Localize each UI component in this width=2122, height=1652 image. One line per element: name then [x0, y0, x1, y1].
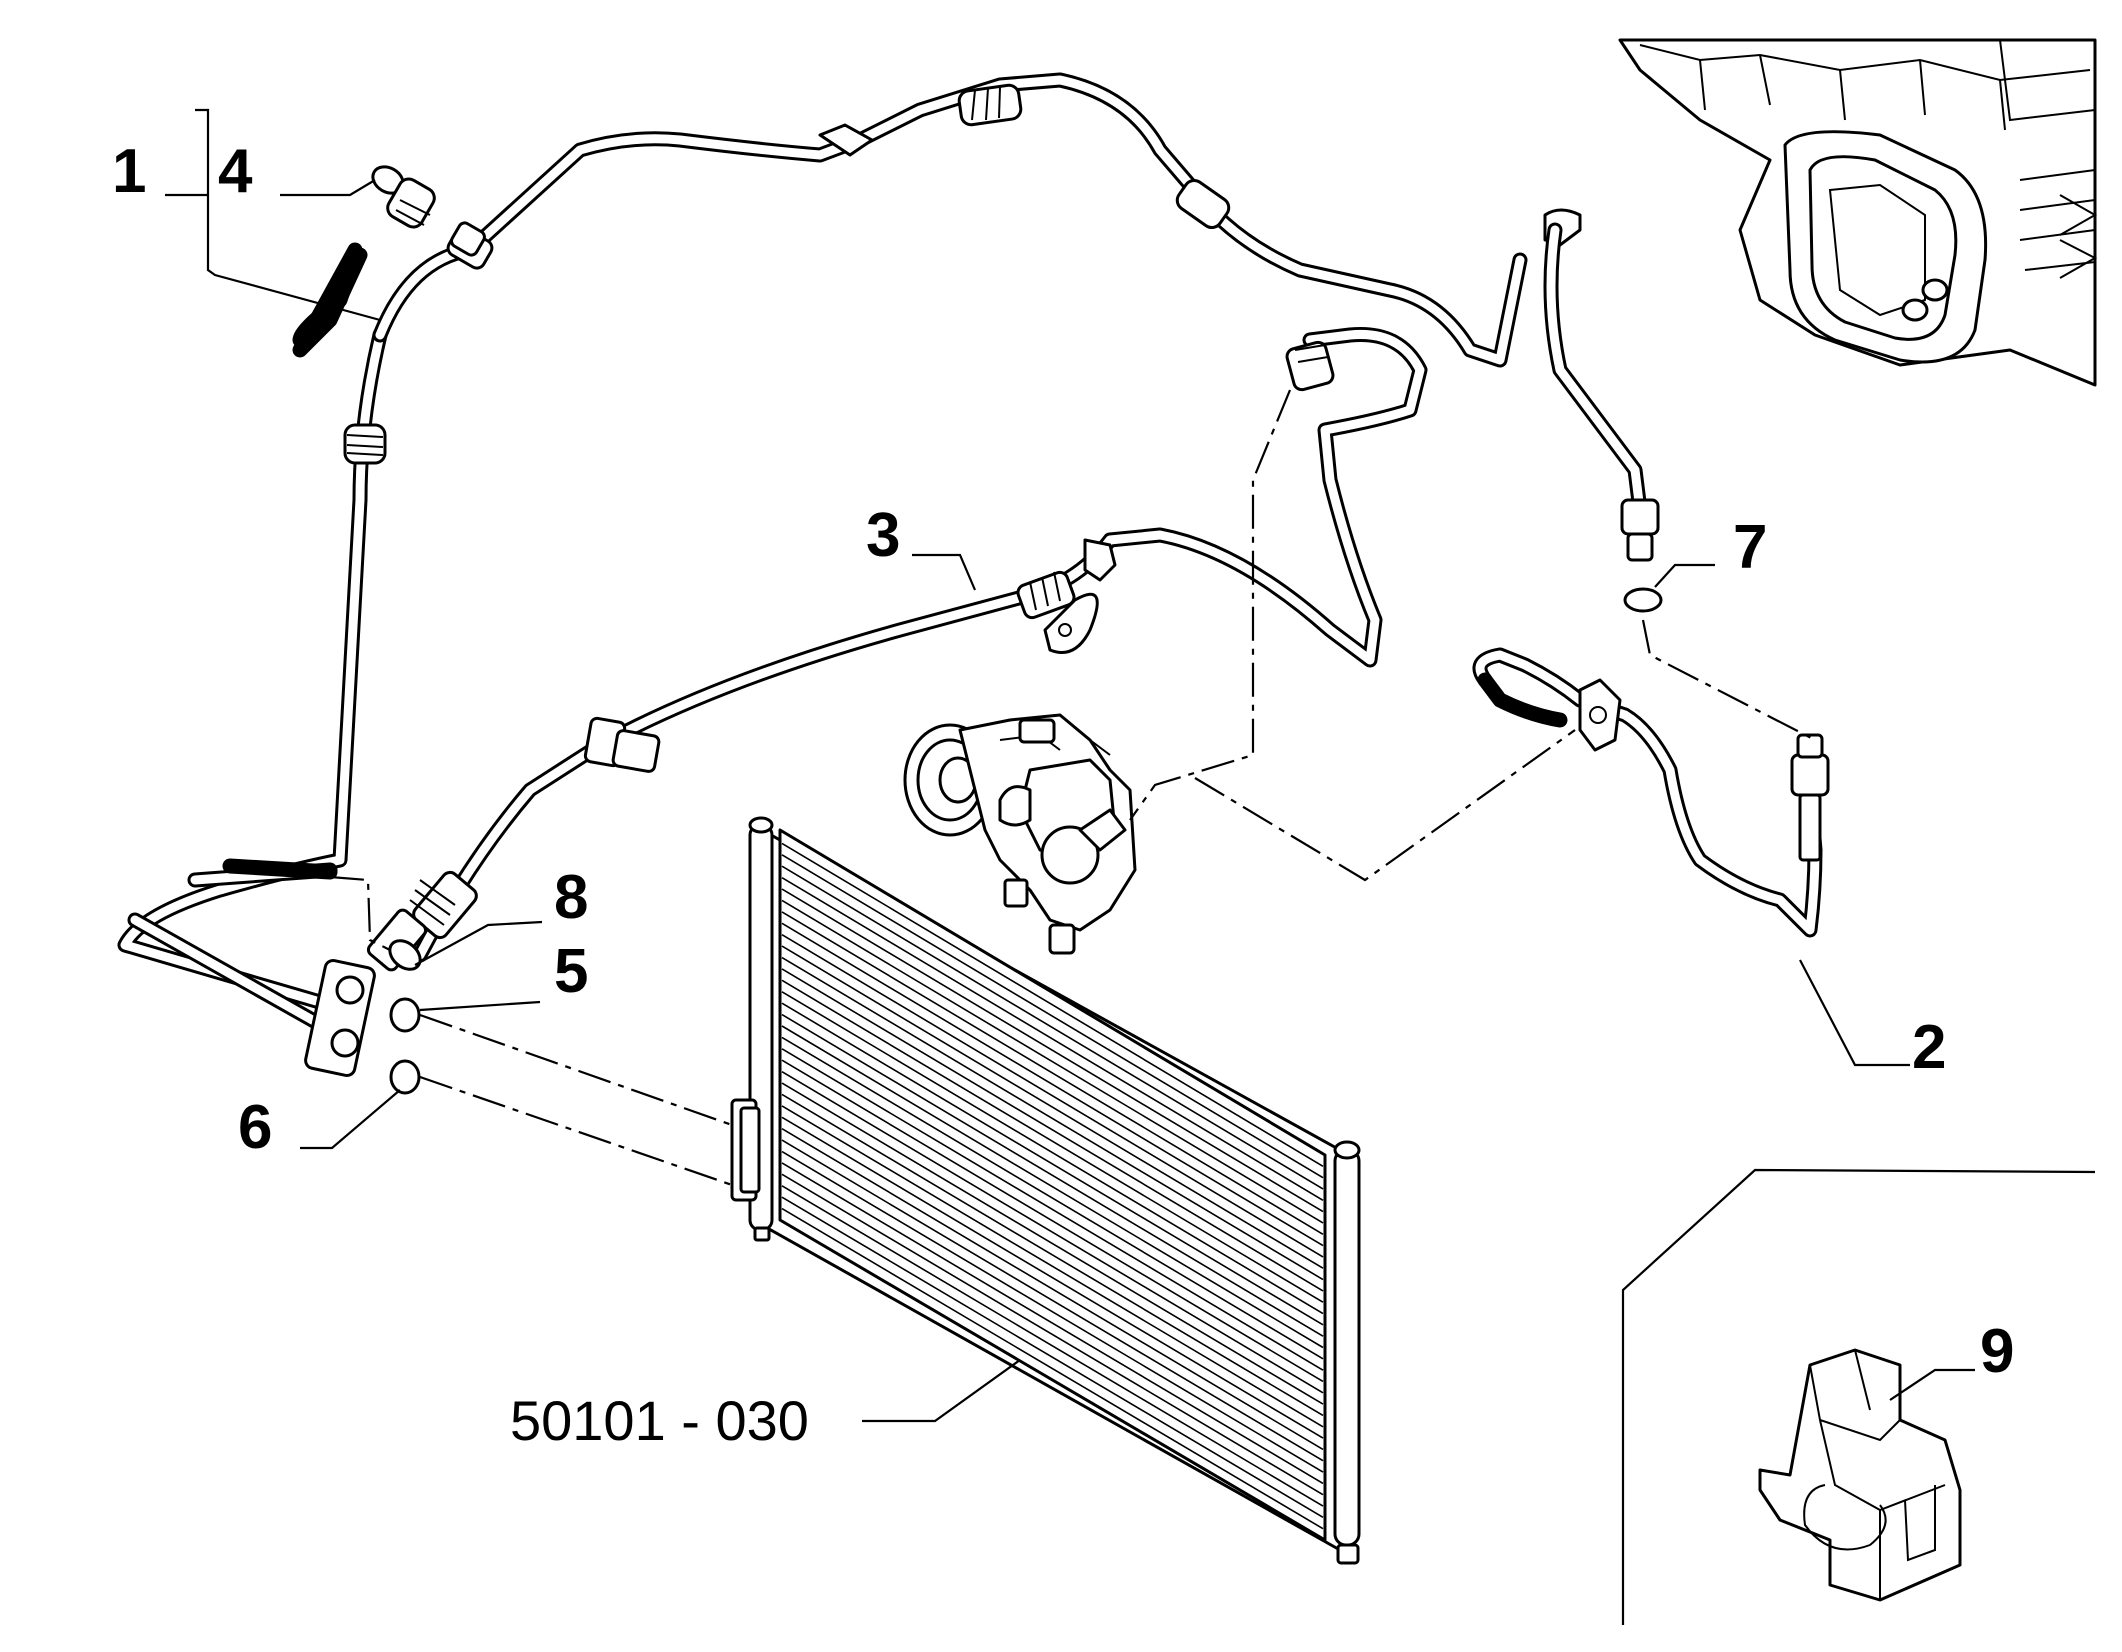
compressor-illustration: [903, 713, 1137, 955]
inset-frame: [1621, 1168, 2096, 1625]
condenser-illustration: [730, 816, 1361, 1565]
callout-3: 3: [866, 501, 900, 570]
o-ring-6: [389, 1059, 421, 1095]
callout-4: 4: [218, 137, 253, 206]
callout-9: 9: [1980, 1317, 2014, 1386]
callout-2: 2: [1912, 1013, 1946, 1082]
assembly-dash-lines: [329, 389, 1816, 1187]
hvac-housing-illustration: [1618, 38, 2098, 387]
callout-labels: 1 4 3 7 8 5 6 2 9 50101 - 030: [112, 137, 2014, 1452]
hose-assembly-1: [117, 72, 1660, 1078]
callout-leaders: [165, 108, 1975, 1423]
o-rings: [389, 587, 1663, 1095]
pressure-switch-4: [371, 165, 486, 257]
reference-code: 50101 - 030: [510, 1389, 809, 1452]
hose-assembly-3: [366, 326, 1428, 972]
callout-7: 7: [1733, 513, 1767, 582]
o-ring-7: [1623, 587, 1663, 613]
o-ring-5: [389, 997, 421, 1033]
hose-assembly-2: [1472, 647, 1830, 938]
hose-clip-9: [1758, 1348, 1962, 1602]
callout-6: 6: [238, 1093, 272, 1162]
callout-8: 8: [554, 863, 588, 932]
condenser-fins: [781, 842, 1324, 1530]
callout-1: 1: [112, 137, 146, 206]
callout-5: 5: [554, 937, 588, 1006]
